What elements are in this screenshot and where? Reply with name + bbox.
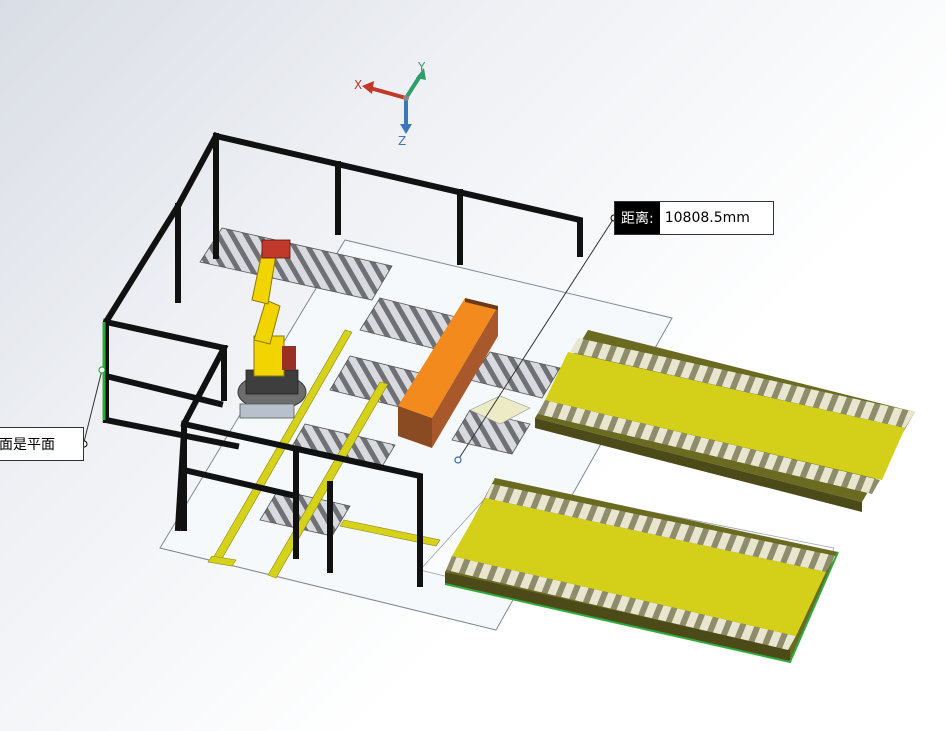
triad-y-label: Y [418, 60, 426, 74]
face-anchor [98, 366, 106, 374]
triad-z-label: Z [398, 134, 407, 148]
orange-panel [398, 298, 498, 448]
robot-arm[interactable] [237, 239, 307, 419]
distance-measure-callout[interactable]: 距离: 10808.5mm [614, 201, 774, 235]
output-conveyor-upper[interactable] [535, 330, 915, 512]
safety-fence [102, 131, 583, 587]
coordinate-triad [362, 68, 426, 134]
face-type-callout[interactable]: 面是平面 [0, 427, 84, 461]
triad-x-label: X [354, 78, 363, 92]
leader-lines [83, 217, 615, 461]
output-conveyor-lower[interactable] [444, 478, 839, 664]
face-type-text: 面是平面 [0, 437, 55, 453]
distance-value: 10808.5mm [664, 210, 750, 226]
distance-label: 距离: [615, 202, 660, 234]
measure-anchor [454, 456, 462, 464]
